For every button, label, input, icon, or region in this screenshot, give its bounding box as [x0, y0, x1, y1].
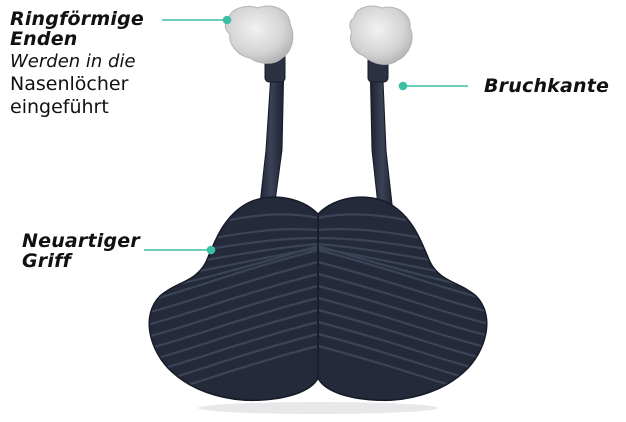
break-edge-label: Bruchkante [484, 77, 609, 97]
leader-dot-grip [208, 247, 215, 254]
grip-title-line2: Griff [22, 252, 140, 272]
ring-ends-desc-line3: eingeführt [10, 98, 180, 118]
leader-dot-break [400, 83, 407, 90]
ring-ends-title-line2: Enden [10, 30, 180, 50]
right-ring-tip [350, 6, 412, 64]
grip-shadow [198, 402, 438, 414]
grip-title-line1: Neuartiger [22, 232, 140, 252]
ring-ends-desc-line2: Nasenlöcher [10, 75, 180, 95]
ring-ends-title-line1: Ringförmige [10, 10, 180, 30]
leader-dot-ring [224, 17, 231, 24]
break-edge-title: Bruchkante [484, 75, 609, 97]
grip-label: Neuartiger Griff [22, 232, 140, 272]
left-ring-tip [225, 6, 293, 63]
ring-ends-desc-line1: Werden in die [10, 53, 180, 72]
ring-ends-label: Ringförmige Enden Werden in die Nasenlöc… [10, 10, 180, 118]
